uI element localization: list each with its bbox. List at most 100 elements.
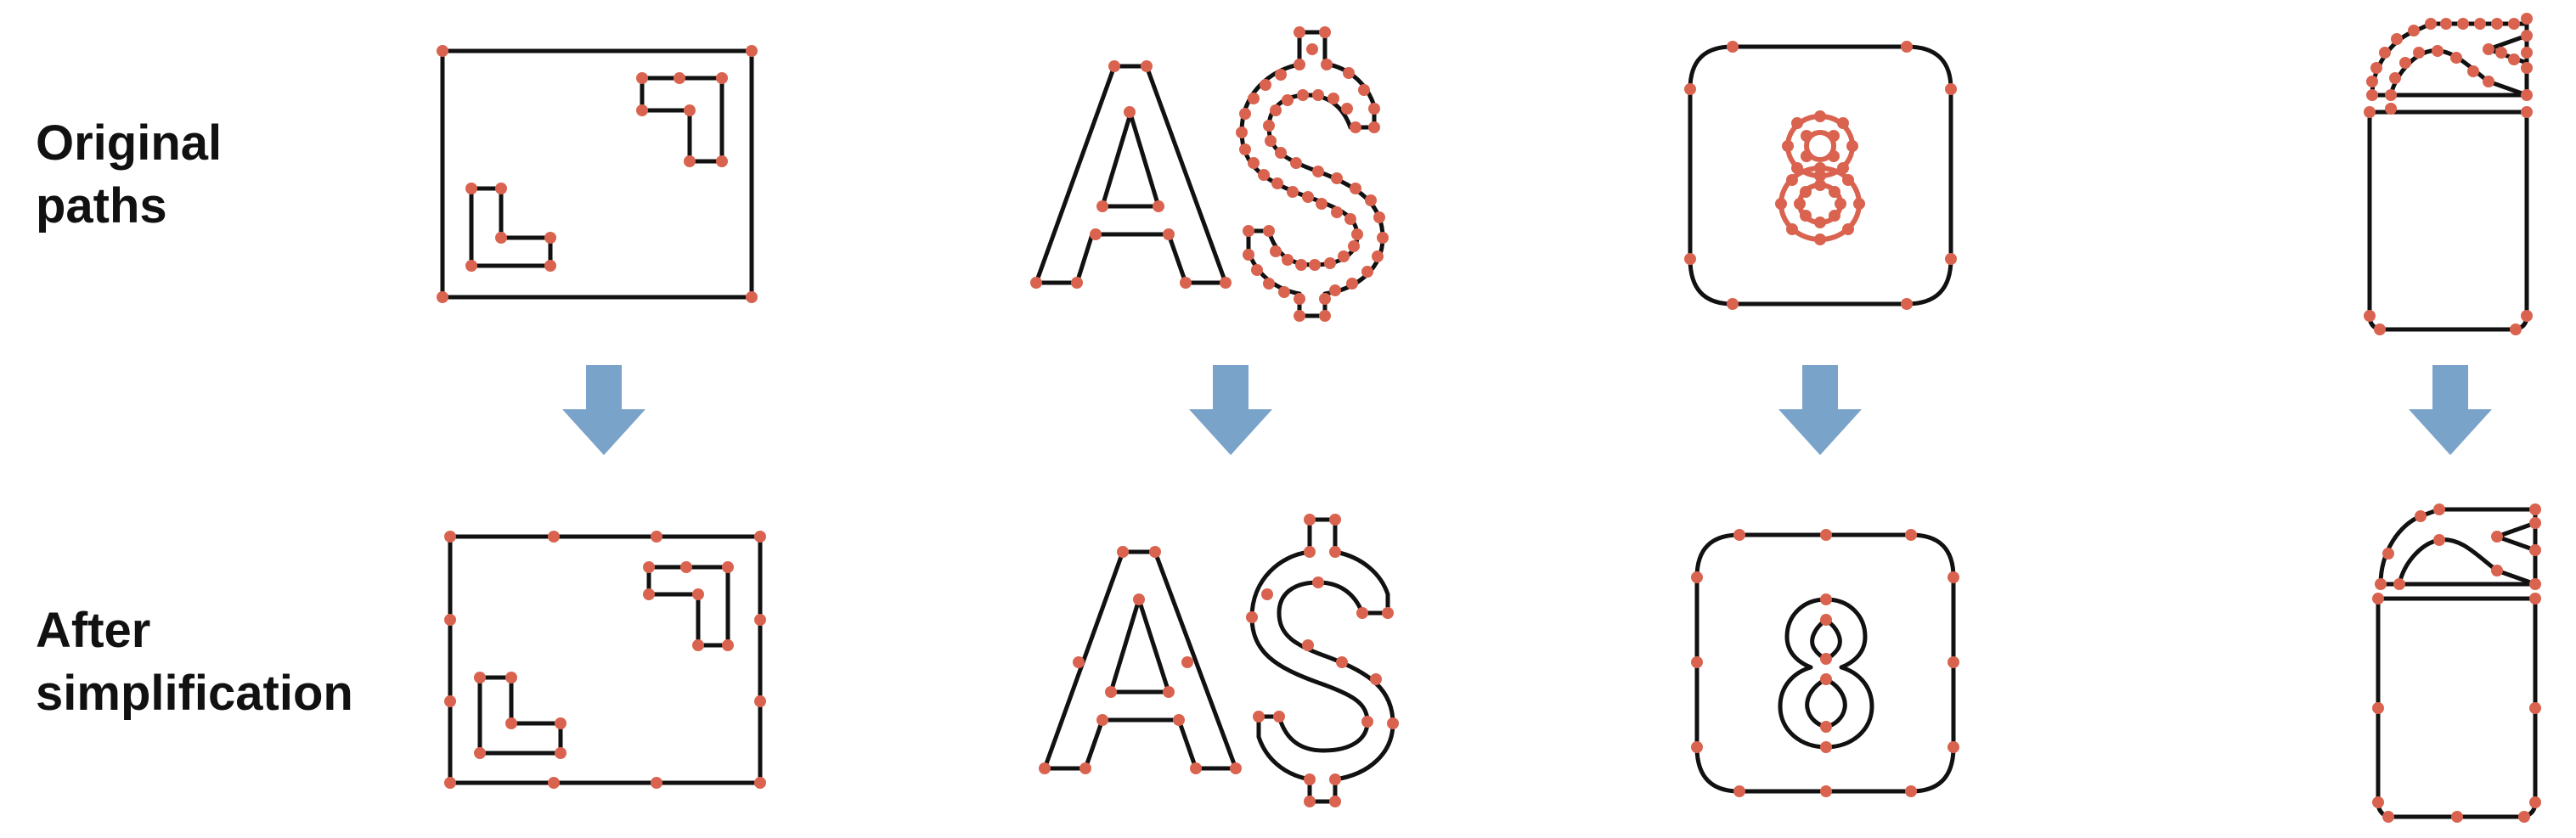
control-point [1124, 106, 1136, 118]
control-point [1282, 254, 1294, 266]
control-point [1820, 529, 1832, 541]
control-point [1351, 228, 1363, 240]
control-point [1263, 120, 1275, 132]
control-point [1251, 264, 1263, 276]
control-point [1275, 147, 1287, 159]
control-points [1691, 529, 1959, 797]
control-points [2364, 13, 2533, 335]
control-point [1073, 656, 1085, 668]
control-point [1794, 198, 1806, 210]
control-point [1331, 206, 1343, 218]
control-point [2529, 796, 2541, 808]
control-point [1258, 169, 1270, 181]
control-point [1261, 588, 1273, 600]
control-point [1071, 277, 1083, 289]
control-point [1173, 714, 1185, 726]
control-point [1306, 43, 1318, 55]
control-point [2425, 18, 2437, 30]
control-point [2364, 106, 2376, 118]
control-point [1329, 796, 1341, 807]
control-point [1948, 741, 1959, 753]
bottle-body-path [2367, 110, 2529, 332]
control-point [1368, 103, 1380, 115]
control-point [1304, 796, 1316, 807]
control-point [1948, 656, 1959, 668]
control-point [2521, 30, 2533, 42]
spray-head-path [2378, 507, 2538, 587]
control-point [2391, 33, 2403, 45]
simplified-spray-bottle-icon [2372, 503, 2541, 823]
control-point [1230, 762, 1242, 774]
control-point [1820, 614, 1832, 626]
control-point [1329, 284, 1341, 296]
control-point [2491, 565, 2503, 576]
control-point [1837, 117, 1849, 129]
control-point [1253, 711, 1265, 723]
control-point [1319, 26, 1331, 38]
control-point [1295, 259, 1307, 271]
control-point [1382, 607, 1394, 619]
control-point [1248, 93, 1260, 104]
control-point [1304, 514, 1316, 526]
control-point [444, 614, 456, 626]
control-point [1842, 174, 1854, 186]
control-point [1365, 194, 1377, 206]
control-point [1248, 157, 1260, 169]
control-point [754, 614, 766, 626]
control-point [1684, 253, 1696, 265]
control-point [754, 531, 766, 543]
control-point [2375, 578, 2387, 590]
control-point [1775, 198, 1787, 210]
control-point [2385, 103, 2397, 115]
control-point [1901, 298, 1913, 310]
control-point [2399, 57, 2411, 69]
control-point [2379, 47, 2391, 59]
control-point [2432, 45, 2444, 57]
control-point [1329, 546, 1341, 558]
simplified-eight-tile-icon [1691, 529, 1959, 797]
control-point [1820, 785, 1832, 797]
letter-a-inner-path [1100, 111, 1161, 209]
control-point [2370, 62, 2382, 74]
control-point [2508, 18, 2520, 30]
control-point [2457, 18, 2469, 30]
control-point [2521, 310, 2533, 322]
control-point [1039, 762, 1051, 774]
control-point [2415, 510, 2427, 522]
control-point [2521, 13, 2533, 25]
control-points [1684, 41, 1957, 310]
control-point [1829, 186, 1840, 198]
control-point [474, 672, 486, 683]
control-point [692, 639, 704, 651]
control-point [1370, 673, 1382, 685]
simplified-rectangles-icon [444, 531, 766, 789]
control-point [1282, 94, 1294, 106]
control-point [1079, 762, 1091, 774]
control-point [2408, 25, 2420, 37]
control-point [444, 695, 456, 707]
control-point [1358, 84, 1370, 96]
control-point [1294, 59, 1305, 70]
arrow-down-icon [2409, 365, 2492, 455]
bottom-corner-path [469, 186, 553, 268]
control-point [1302, 639, 1314, 651]
control-point [680, 561, 692, 573]
control-point [1338, 250, 1350, 262]
control-point [444, 531, 456, 543]
control-point [1377, 232, 1389, 244]
control-point [1684, 83, 1696, 95]
outer-rect-path [448, 534, 763, 785]
control-point [1387, 717, 1399, 729]
control-point [1180, 277, 1192, 289]
control-point [2389, 72, 2401, 84]
control-point [2483, 76, 2494, 87]
control-point [1948, 571, 1959, 583]
control-point [1350, 121, 1361, 133]
control-point [1361, 266, 1373, 278]
control-point [2450, 52, 2462, 64]
control-point [1814, 162, 1826, 174]
control-point [746, 45, 758, 57]
control-point [1141, 60, 1153, 72]
control-points [1030, 26, 1389, 322]
control-point [2385, 89, 2397, 101]
